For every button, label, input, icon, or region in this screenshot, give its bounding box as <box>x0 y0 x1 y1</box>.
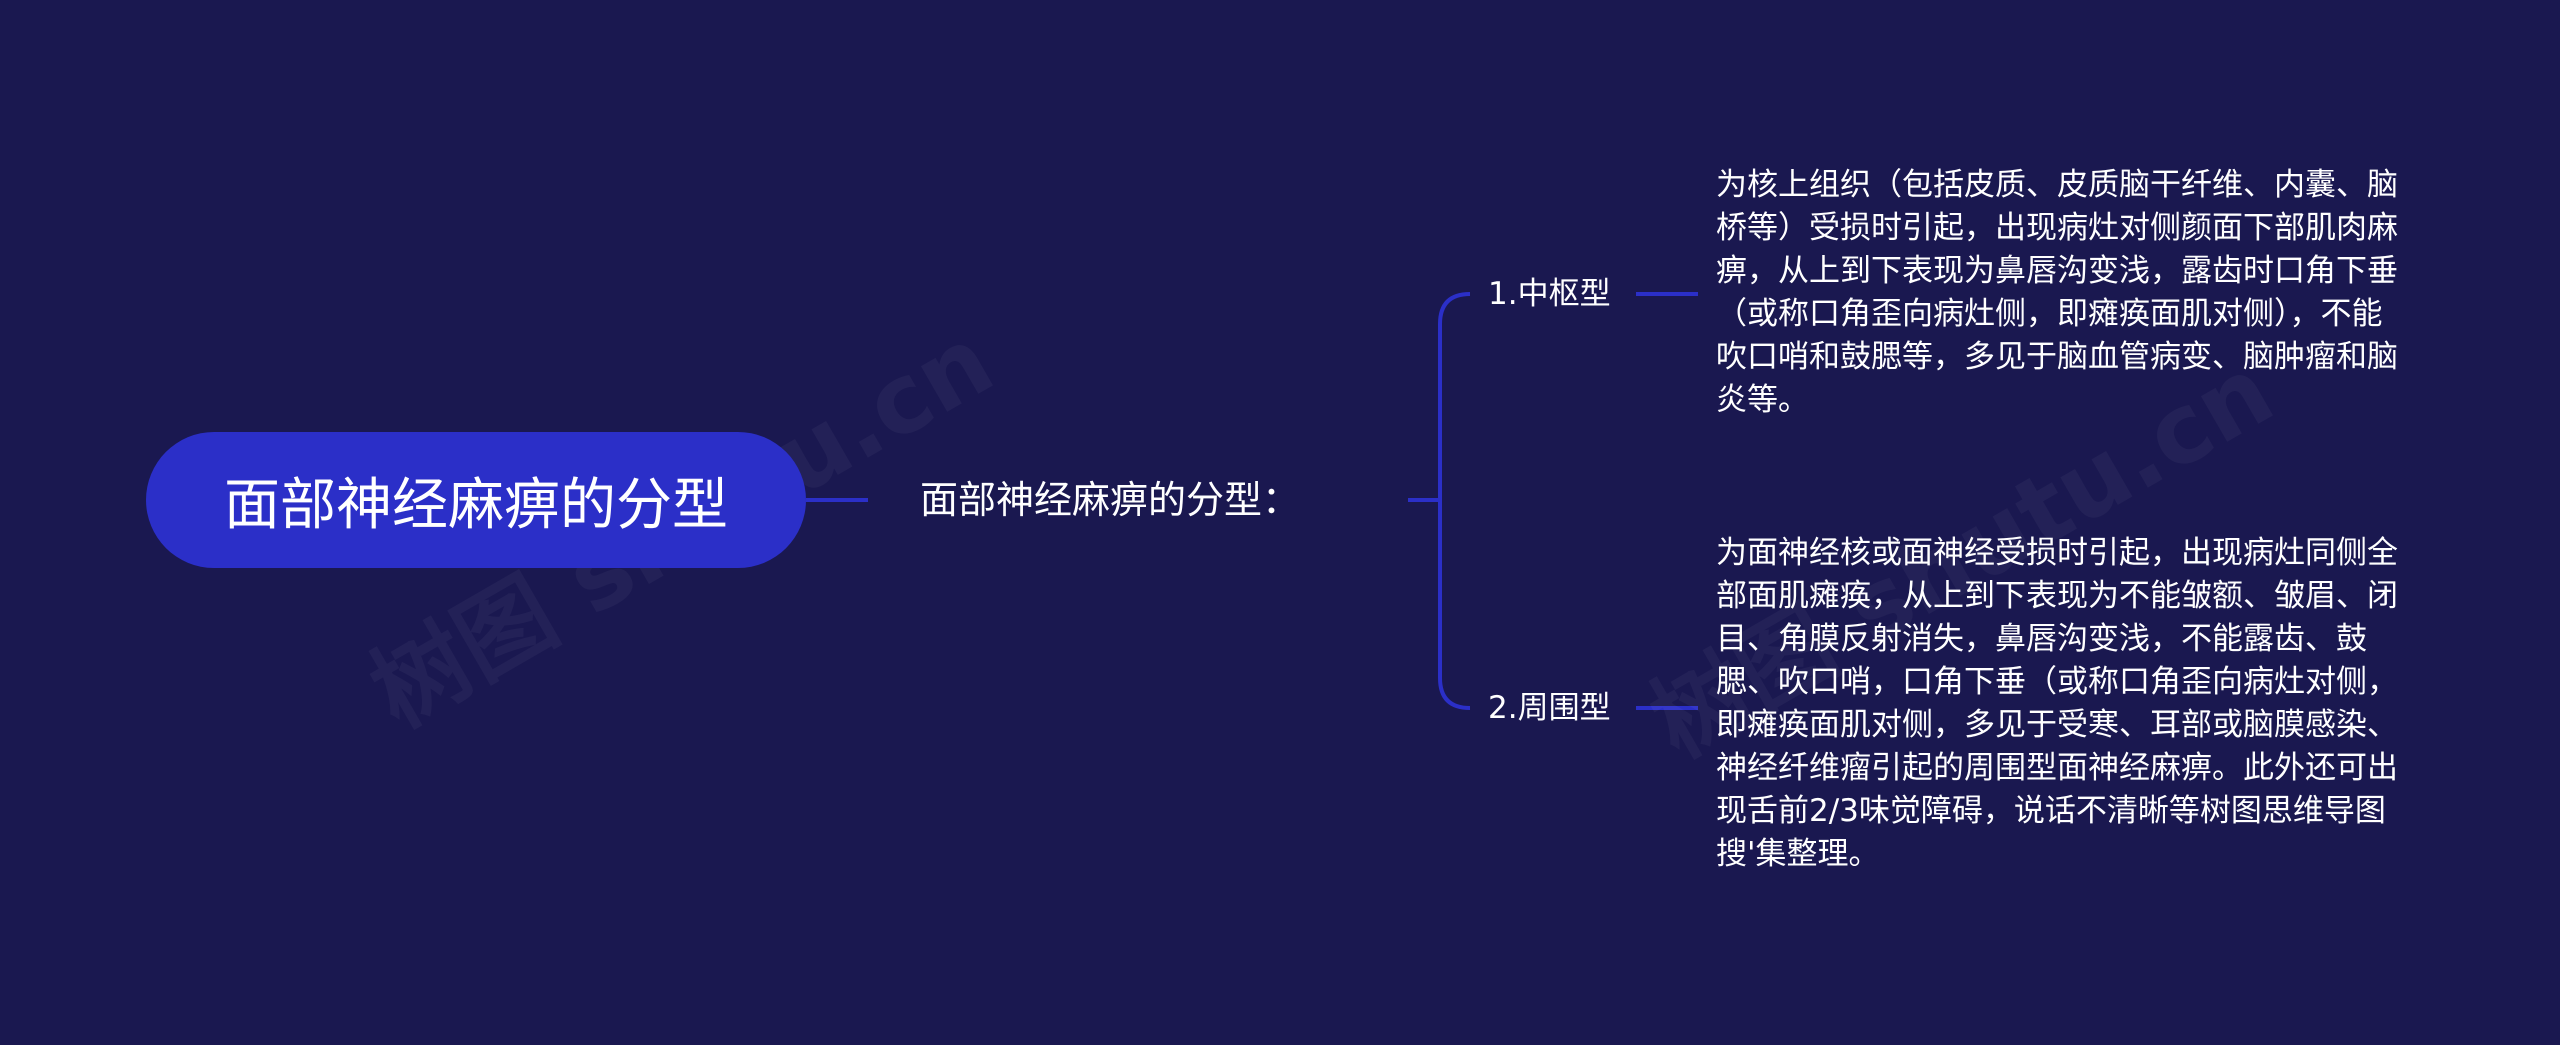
branch-node-central[interactable]: 1.中枢型 <box>1488 276 1611 312</box>
subtitle-node[interactable]: 面部神经麻痹的分型： <box>920 478 1301 522</box>
branch-node-peripheral[interactable]: 2.周围型 <box>1488 690 1611 726</box>
detail-node-central[interactable]: 为核上组织（包括皮质、皮质脑干纤维、内囊、脑桥等）受损时引起，出现病灶对侧颜面下… <box>1716 167 2398 418</box>
detail-node-peripheral[interactable]: 为面神经核或面神经受损时引起，出现病灶同侧全部面肌瘫痪，从上到下表现为不能皱额、… <box>1716 535 2398 872</box>
branch-bracket <box>1438 292 1471 710</box>
root-node-label: 面部神经麻痹的分型 <box>224 472 728 538</box>
root-node[interactable]: 面部神经麻痹的分型 <box>146 432 806 568</box>
